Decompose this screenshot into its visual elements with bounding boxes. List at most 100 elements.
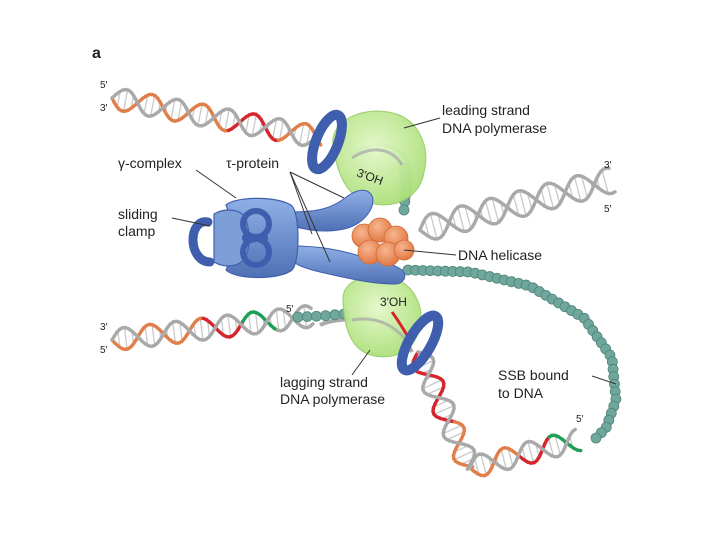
tau-protein-label: τ-protein — [226, 155, 279, 171]
parental-dna-duplex — [418, 166, 617, 241]
upper-left-duplex-base-pair — [197, 103, 203, 126]
lagging-sliding-clamp — [396, 310, 444, 376]
parental-duplex-base-pair — [437, 214, 444, 235]
gamma-complex-label: γ-complex — [118, 155, 182, 171]
end-label-ll-3: 3′ — [100, 322, 108, 333]
lagging-polymerase-label-line2: DNA polymerase — [280, 391, 385, 407]
lower-left-duplex-base-pair — [151, 324, 156, 346]
dna-helicase — [351, 217, 415, 267]
upper-left-duplex-base-pair — [150, 95, 156, 117]
ssb-beads-lagging — [292, 308, 350, 323]
leading-polymerase-template-overlay — [351, 148, 404, 166]
ssb-bead — [292, 311, 304, 323]
leading-polymerase-label-line1: leading strand — [442, 102, 530, 118]
lower-left-duplex-base-pair — [199, 318, 204, 341]
lagging-loop-tail-strand-b — [570, 427, 577, 434]
lagging-loop-tail-base-pair — [527, 441, 535, 464]
lagging-loop-dna-duplex — [410, 350, 477, 471]
upper-left-duplex-base-pair — [306, 126, 311, 145]
open-sliding-clamp — [188, 217, 215, 267]
lower-left-duplex-base-pair — [172, 322, 176, 344]
upper-left-duplex-base-pair — [224, 109, 230, 131]
lower-left-duplex-base-pair — [144, 326, 149, 346]
lower-left-duplex-base-pair — [282, 309, 287, 329]
end-label-right-5: 5′ — [604, 204, 612, 215]
ssb-bead — [329, 309, 341, 321]
leading-polymerase-label-line2: DNA polymerase — [442, 120, 547, 136]
upper-left-duplex-base-pair — [251, 114, 257, 136]
lagging-loop-tail-base-pair — [507, 448, 514, 467]
upper-left-duplex-base-pair — [122, 89, 129, 112]
ssb-bead — [320, 310, 332, 322]
upper-left-duplex-base-pair — [299, 123, 305, 145]
parental-duplex-base-pair — [554, 184, 561, 205]
sliding-clamp-label-line1: sliding — [118, 206, 158, 222]
lagging-polymerase-label-line1: lagging strand — [280, 374, 368, 390]
upper-left-duplex-base-pair — [272, 118, 278, 139]
lagging-3oh-label: 3′OH — [380, 295, 407, 309]
upper-left-duplex-base-pair — [170, 99, 176, 120]
upper-left-duplex-base-pair — [204, 107, 210, 125]
parental-duplex-base-pair — [581, 176, 589, 199]
lagging-loop-tail-base-pair — [547, 437, 555, 457]
leader-lines — [171, 117, 617, 385]
parental-duplex-base-pair — [424, 219, 430, 237]
lagging-loop-tail-base-pair — [554, 435, 561, 456]
parental-duplex-base-pair — [464, 206, 472, 229]
parental-duplex-base-pair — [457, 206, 465, 232]
ssb-bead — [301, 311, 313, 323]
lower-left-duplex-strand-a — [306, 304, 313, 310]
ssb-label-line1: SSB bound — [498, 367, 569, 383]
lagging-polymerase-strand-overlay — [351, 317, 410, 343]
ssb-beads-long-loop — [402, 264, 622, 444]
end-label-right-3: 3′ — [604, 160, 612, 171]
lower-left-duplex-base-pair — [227, 315, 232, 337]
parental-duplex-strand-a — [610, 190, 617, 196]
lower-left-duplex-base-pair — [220, 318, 224, 336]
dna-helicase-label: DNA helicase — [458, 247, 542, 263]
lagging-loop-tail-base-pair — [500, 449, 507, 470]
parental-duplex-base-pair — [512, 194, 520, 216]
lower-left-duplex-base-pair — [123, 327, 128, 350]
upper-left-duplex-base-pair — [278, 120, 284, 141]
parental-duplex-base-pair — [573, 176, 582, 202]
upper-left-duplex-base-pair — [245, 114, 250, 133]
parental-duplex-base-pair — [546, 183, 555, 209]
lagging-loop-tail-base-pair — [473, 457, 480, 475]
parental-duplex-base-pair — [526, 193, 533, 210]
lower-left-duplex-strand-b — [308, 322, 315, 329]
ssb-bead — [311, 310, 322, 322]
upper-left-duplex-base-pair — [116, 91, 121, 108]
sliding-clamp-label-line2: clamp — [118, 223, 156, 239]
lagging-loop-tail-duplex — [468, 427, 583, 478]
end-label-ssb-5: 5′ — [286, 304, 294, 315]
upper-left-duplex-base-pair — [177, 101, 183, 121]
tau-protein-lower-arm — [291, 245, 406, 285]
ssb-bead — [398, 204, 410, 216]
lagging-loop-base-pair — [422, 379, 443, 390]
ssb-label-line2: to DNA — [498, 385, 544, 401]
parental-duplex-base-pair — [491, 198, 500, 223]
lagging-loop-base-pair — [446, 431, 465, 441]
lagging-loop-tail-base-pair — [480, 453, 487, 476]
end-label-ll-5: 5′ — [100, 345, 108, 356]
lower-left-dna-duplex — [110, 304, 315, 352]
lagging-loop-base-pair — [433, 399, 449, 408]
lower-left-duplex-base-pair — [275, 309, 280, 331]
lagging-loop-base-pair — [426, 386, 444, 395]
upper-left-duplex-base-pair — [218, 111, 223, 127]
parental-duplex-base-pair — [540, 188, 547, 207]
panel-label: a — [92, 45, 101, 62]
parental-duplex-base-pair — [518, 190, 527, 216]
lower-left-duplex-base-pair — [254, 312, 259, 333]
upper-left-dna-duplex — [110, 87, 326, 148]
lagging-loop-base-pair — [433, 404, 455, 416]
lower-left-duplex-base-pair — [248, 313, 252, 334]
lower-left-duplex-base-pair — [179, 322, 183, 342]
parental-duplex-base-pair — [601, 169, 609, 194]
end-label-ul-3: 3′ — [100, 103, 108, 114]
leading-sliding-clamp — [307, 109, 347, 175]
lagging-loop-base-pair — [442, 424, 463, 435]
